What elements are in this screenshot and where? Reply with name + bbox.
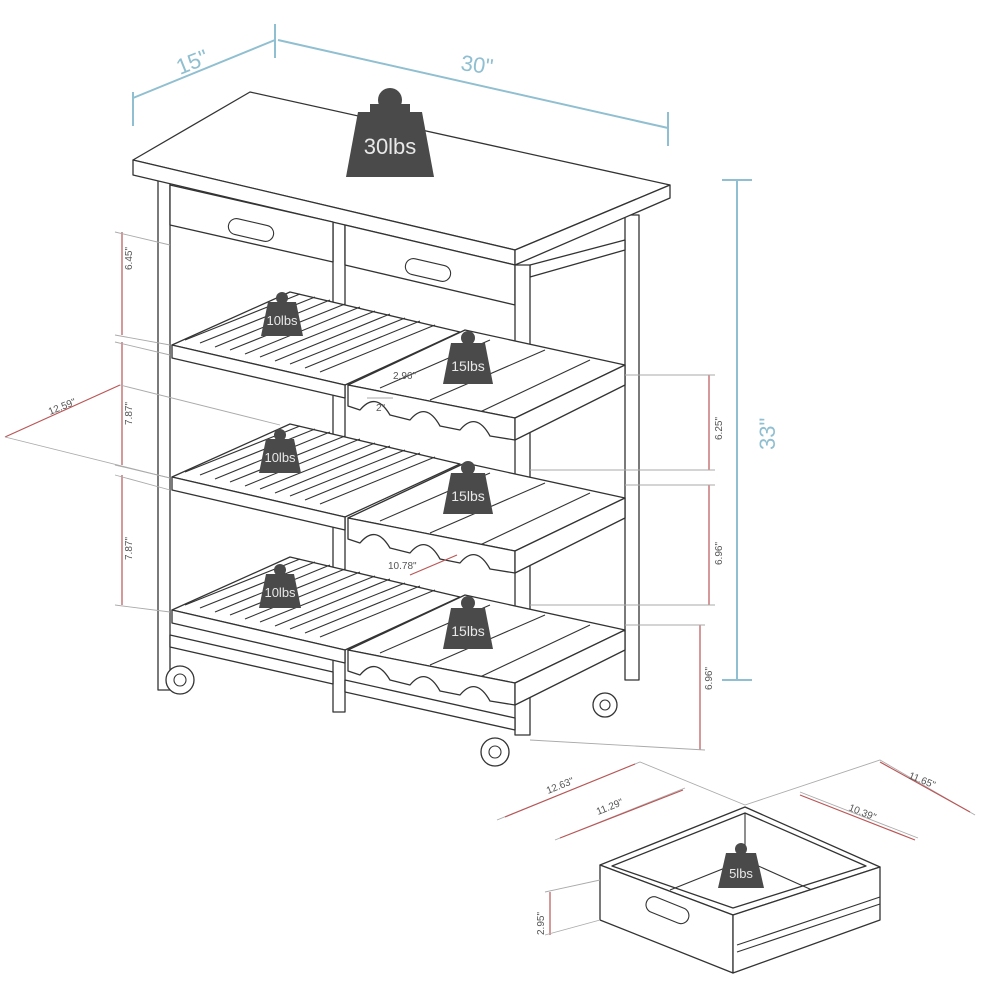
svg-text:2.95": 2.95": [536, 912, 547, 935]
weight-icon: 5lbs: [718, 843, 764, 888]
weights: 30lbs 10lbs 10lbs 10lbs 15lbs 15lbs 15lb…: [259, 88, 764, 888]
weight-icon: 15lbs: [443, 596, 493, 649]
left-drawer: [169, 184, 334, 263]
wheels: [165, 665, 618, 767]
weight-icon: 30lbs: [346, 88, 434, 177]
svg-text:6.25": 6.25": [714, 417, 725, 440]
svg-text:6.96": 6.96": [714, 542, 725, 565]
rear-right-post: [624, 214, 640, 681]
drawer-handle: [645, 896, 690, 925]
height-label: 33": [755, 418, 780, 450]
svg-text:10.78": 10.78": [388, 561, 417, 572]
width-label: 30": [459, 50, 494, 79]
depth-label: 15": [173, 44, 212, 79]
svg-text:7.87": 7.87": [124, 537, 135, 560]
svg-text:7.87": 7.87": [124, 402, 135, 425]
left-drawer-handle: [227, 218, 275, 242]
weight-icon: 10lbs: [259, 429, 301, 473]
left-shelves: [169, 291, 461, 685]
svg-text:2.96": 2.96": [393, 371, 416, 382]
right-drawer-handle: [404, 258, 452, 282]
cart: [132, 91, 671, 767]
weight-icon: 15lbs: [443, 461, 493, 514]
svg-text:10.39": 10.39": [847, 803, 878, 824]
svg-text:15lbs: 15lbs: [451, 488, 484, 504]
svg-text:10lbs: 10lbs: [264, 450, 296, 465]
weight-icon: 15lbs: [443, 331, 493, 384]
svg-text:6.45": 6.45": [124, 247, 135, 270]
svg-text:12.63": 12.63": [545, 776, 576, 797]
svg-text:30lbs: 30lbs: [364, 134, 417, 159]
weight-icon: 10lbs: [259, 564, 301, 608]
svg-text:5lbs: 5lbs: [729, 866, 753, 881]
svg-text:11.65": 11.65": [907, 771, 937, 792]
svg-text:10lbs: 10lbs: [264, 585, 296, 600]
svg-text:15lbs: 15lbs: [451, 358, 484, 374]
svg-text:15lbs: 15lbs: [451, 623, 484, 639]
weight-icon: 10lbs: [261, 292, 303, 336]
svg-text:10lbs: 10lbs: [266, 313, 298, 328]
svg-text:2": 2": [376, 403, 386, 414]
svg-text:6.96": 6.96": [704, 667, 715, 690]
front-left-post: [157, 174, 171, 691]
svg-text:12.59": 12.59": [47, 397, 78, 418]
